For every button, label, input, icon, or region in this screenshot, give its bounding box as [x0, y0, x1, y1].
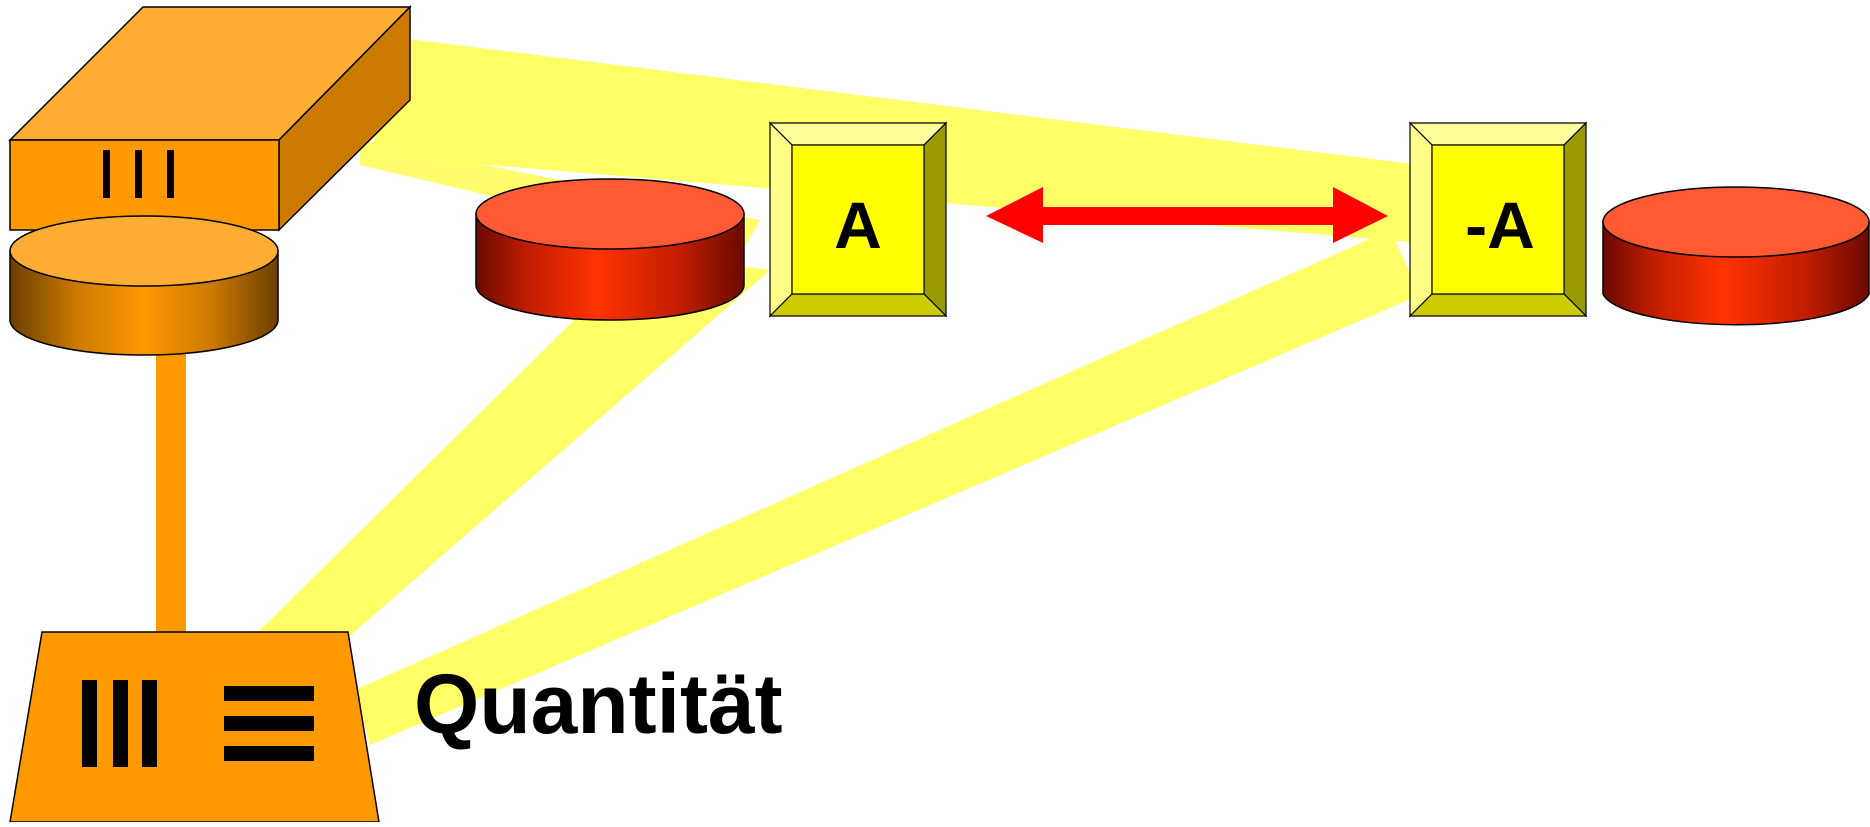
- top-block: [8, 5, 412, 232]
- three-vertical-bars-icon: [82, 680, 157, 767]
- red-cylinder-left: [475, 178, 745, 321]
- orange-connector-pole: [156, 345, 186, 635]
- box-minus-a: -A: [1408, 121, 1588, 318]
- three-horizontal-bars-icon: [224, 686, 314, 761]
- box-a-label: A: [834, 188, 882, 262]
- box-minus-a-label: -A: [1465, 188, 1535, 262]
- orange-cylinder: [9, 215, 279, 356]
- box-a: A: [768, 121, 948, 318]
- top-block-front-face: [9, 139, 280, 231]
- quantity-title: Quantität: [414, 657, 783, 751]
- three-vertical-bars-icon: [103, 150, 174, 198]
- beam-right-box-to-base: [355, 230, 1420, 745]
- beam-left-box-to-base: [255, 255, 770, 640]
- base-block: [9, 631, 380, 823]
- red-cylinder-right: [1602, 186, 1870, 326]
- double-headed-arrow-icon: [986, 187, 1388, 243]
